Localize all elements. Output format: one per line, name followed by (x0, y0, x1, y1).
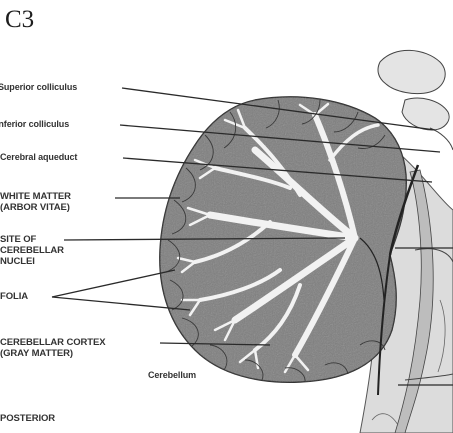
panel-label: C3 (5, 6, 34, 34)
label-cortex-line2: (GRAY MATTER) (0, 348, 105, 359)
label-site-of-cerebellar-nuclei: SITE OF CEREBELLAR NUCLEI (0, 234, 64, 267)
label-posterior: POSTERIOR (0, 413, 55, 424)
label-site-line3: NUCLEI (0, 256, 64, 267)
label-cerebellar-cortex: CEREBELLAR CORTEX (GRAY MATTER) (0, 337, 105, 359)
label-cerebellum: Cerebellum (148, 370, 196, 381)
label-folia: FOLIA (0, 291, 28, 302)
leader-folia-1 (52, 270, 175, 297)
label-superior-colliculus: Superior colliculus (0, 82, 77, 93)
label-cortex-line1: CEREBELLAR CORTEX (0, 337, 105, 348)
label-site-line2: CEREBELLAR (0, 245, 64, 256)
label-white-matter-line2: (ARBOR VITAE) (0, 202, 71, 213)
label-white-matter: WHITE MATTER (ARBOR VITAE) (0, 191, 71, 213)
label-inferior-colliculus: Inferior colliculus (0, 119, 69, 130)
label-site-line1: SITE OF (0, 234, 64, 245)
label-white-matter-line1: WHITE MATTER (0, 191, 71, 202)
label-cerebral-aqueduct: Cerebral aqueduct (0, 152, 77, 163)
